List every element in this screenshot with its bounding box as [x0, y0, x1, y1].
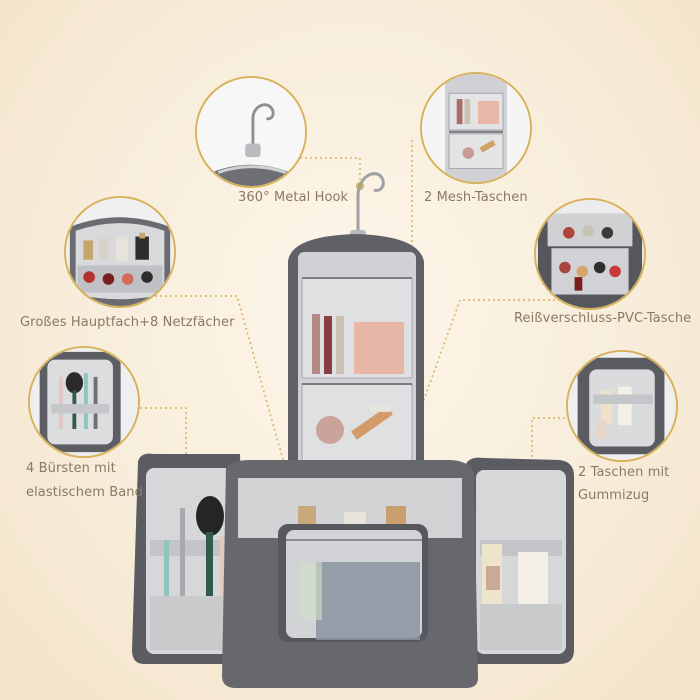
label-metal-hook: 360° Metal Hook — [238, 190, 349, 205]
main-compartment-callout-image — [66, 198, 174, 306]
mesh-callout-image — [422, 74, 530, 182]
elastic-pocket-callout-image — [568, 352, 676, 460]
hook-callout — [195, 76, 307, 188]
brush-callout — [28, 346, 140, 458]
mesh-callout — [420, 72, 532, 184]
label-brushes-line1: 4 Bürsten mit — [26, 461, 116, 476]
elastic-pocket-callout — [566, 350, 678, 462]
hook-callout-image — [197, 78, 305, 186]
main-compartment-callout — [64, 196, 176, 308]
pvc-pocket-callout — [534, 198, 646, 310]
brush-callout-image — [30, 348, 138, 456]
label-elastic-line2: Gummizug — [578, 488, 650, 503]
label-mesh-pockets: 2 Mesh-Taschen — [424, 190, 528, 205]
label-main-compartment: Großes Hauptfach+8 Netzfächer — [20, 315, 235, 330]
label-pvc-pocket: Reißverschluss-PVC-Tasche — [514, 311, 692, 326]
label-brushes-line2: elastischem Band — [26, 485, 143, 500]
pvc-pocket-callout-image — [536, 200, 644, 308]
label-elastic-line1: 2 Taschen mit — [578, 465, 670, 480]
